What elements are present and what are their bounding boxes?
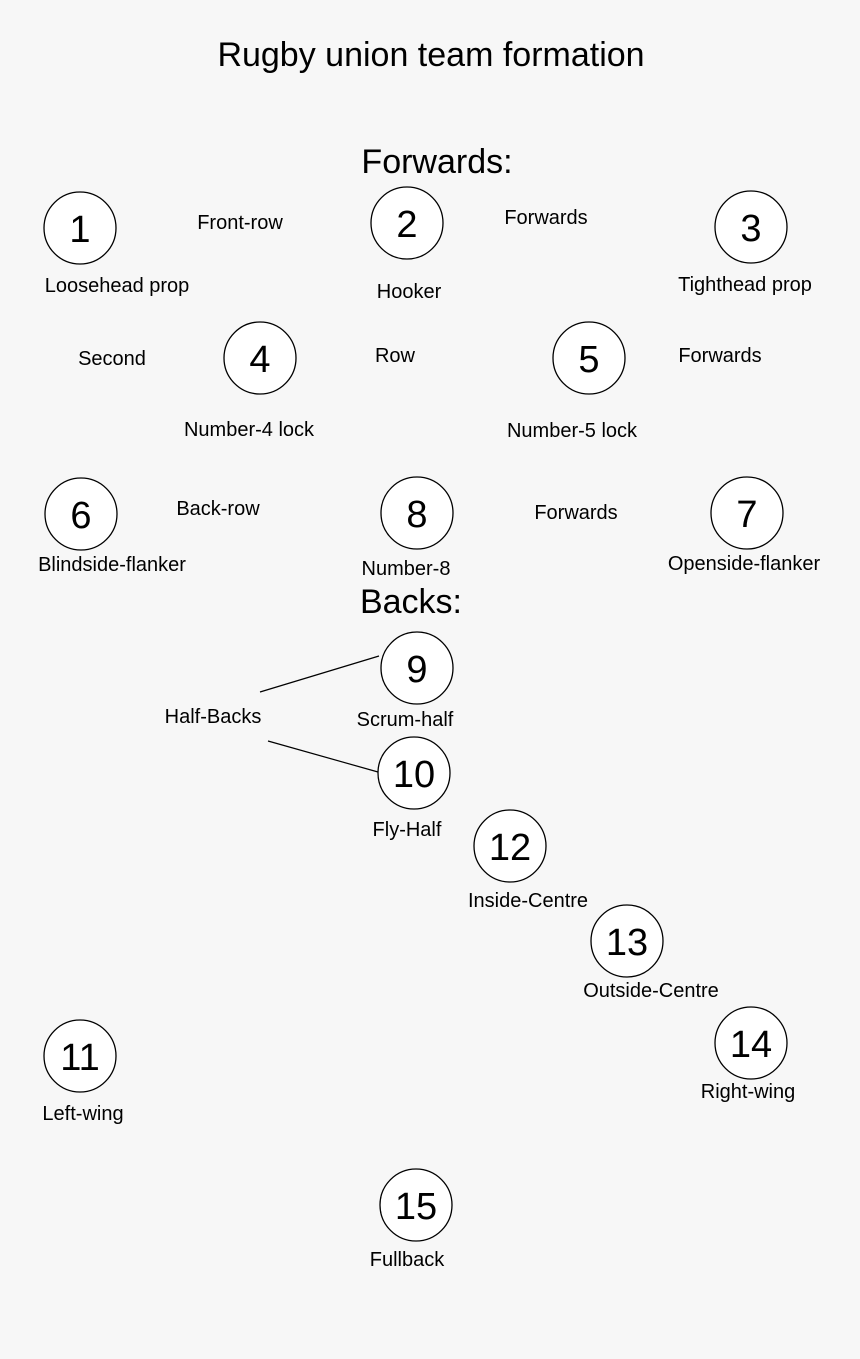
player-number: 1 [69,209,90,251]
player-number: 12 [489,827,531,869]
player-circle [370,186,444,260]
player-position: Left-wing [42,1103,123,1125]
player-number: 4 [249,339,270,381]
player-circle [380,631,454,705]
back-row-label: Back-row [176,498,260,520]
player-number: 13 [606,922,648,964]
player-position: Scrum-half [357,709,454,731]
front-row-label: Front-row [197,212,283,234]
player-position: Number-5 lock [507,420,638,442]
player-number: 7 [736,494,757,536]
player-6: 6 Blindside-flanker [38,477,186,576]
player-circle [473,809,547,883]
player-number: 11 [60,1037,99,1079]
player-number: 14 [730,1024,772,1066]
forwards-heading: Forwards: [361,143,512,181]
front-row-forwards-label: Forwards [504,207,587,229]
player-position: Fullback [370,1249,445,1271]
player-14: 14 Right-wing [701,1006,795,1103]
row-label: Row [375,345,416,367]
player-position: Tighthead prop [678,274,812,296]
player-position: Openside-flanker [668,553,821,575]
back-row-forwards-label: Forwards [534,502,617,524]
player-number: 10 [393,754,435,796]
player-circle [552,321,626,395]
player-position: Hooker [377,281,442,303]
player-5: 5 Number-5 lock [507,321,638,442]
player-position: Right-wing [701,1081,795,1103]
player-circle [714,1006,788,1080]
player-position: Fly-Half [373,819,442,841]
player-number: 9 [406,649,427,691]
player-2: 2 Hooker [370,186,444,303]
player-10: 10 Fly-Half [373,736,451,841]
player-number: 3 [740,208,761,250]
player-position: Inside-Centre [468,890,588,912]
player-position: Number-8 [362,558,451,580]
player-number: 6 [70,495,91,537]
backs-heading: Backs: [360,583,462,621]
player-9: 9 Scrum-half [357,631,454,731]
second-row-forwards-label: Forwards [678,345,761,367]
player-number: 5 [578,339,599,381]
player-3: 3 Tighthead prop [678,190,812,296]
player-circle [377,736,451,810]
half-backs-label: Half-Backs [165,706,262,728]
player-7: 7 Openside-flanker [668,476,821,575]
player-circle [710,476,784,550]
player-13: 13 Outside-Centre [583,904,719,1002]
player-position: Outside-Centre [583,980,719,1002]
player-position: Number-4 lock [184,419,315,441]
player-circle [223,321,297,395]
half-backs-connector-fly-half [267,740,379,773]
player-position: Loosehead prop [45,275,190,297]
player-12: 12 Inside-Centre [468,809,588,912]
player-circle [379,1168,453,1242]
player-circle [380,476,454,550]
player-circle [44,477,118,551]
player-circle [43,191,117,265]
half-backs-connector-scrum-half [259,655,380,693]
player-circle [590,904,664,978]
player-4: 4 Number-4 lock [184,321,315,441]
player-8: 8 Number-8 [362,476,454,580]
player-circle [714,190,788,264]
player-number: 2 [396,204,417,246]
player-11: 11 Left-wing [42,1019,124,1125]
player-number: 15 [395,1186,437,1228]
diagram-title: Rugby union team formation [217,36,644,74]
player-circle [43,1019,117,1093]
player-number: 8 [406,494,427,536]
player-1: 1 Loosehead prop [43,191,190,297]
player-position: Blindside-flanker [38,554,186,576]
player-15: 15 Fullback [370,1168,453,1271]
second-row-label: Second [78,348,146,370]
